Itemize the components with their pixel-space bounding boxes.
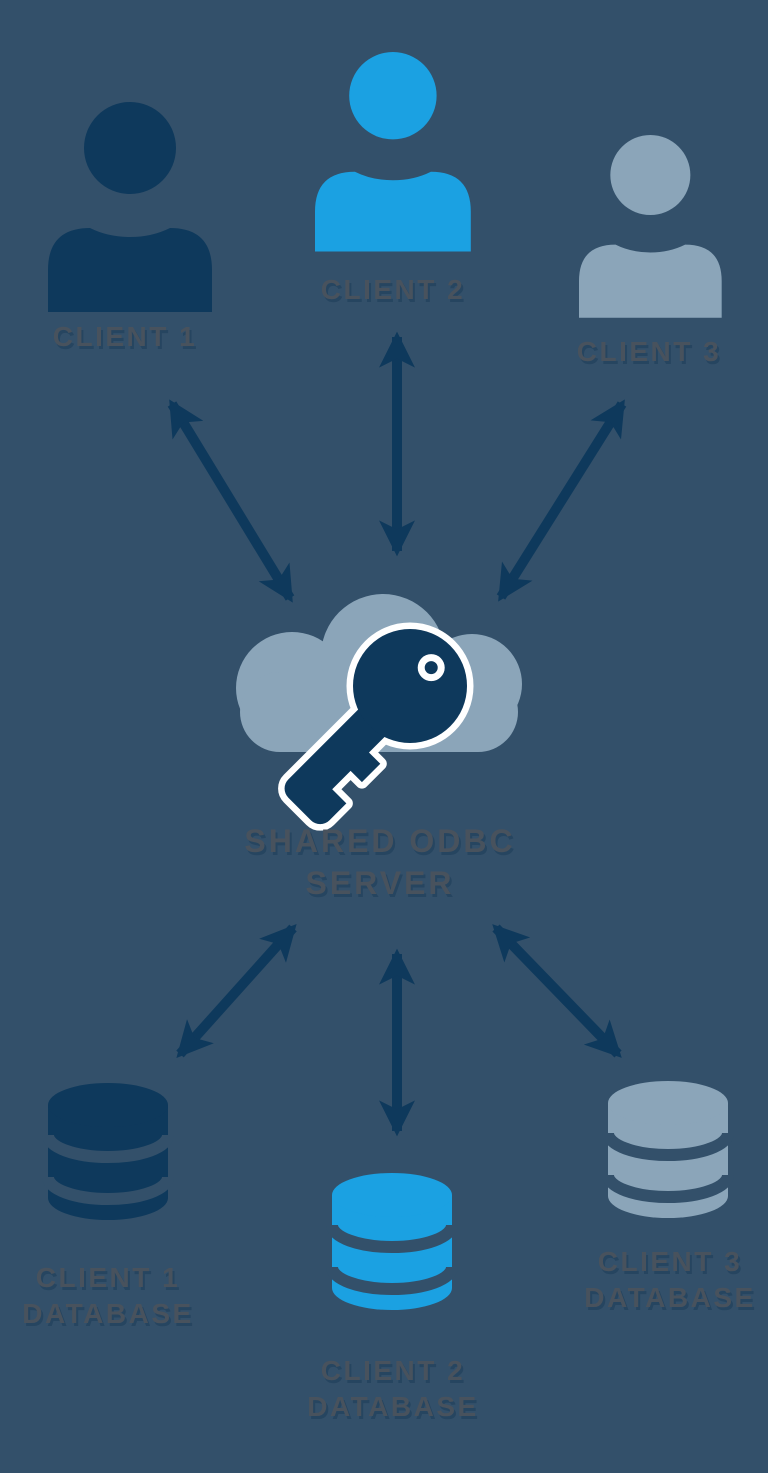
client-3-database: CLIENT 3 DATABASE — [584, 1081, 755, 1313]
client-2: CLIENT 2 — [315, 52, 471, 305]
keyhole-center — [424, 661, 438, 675]
client-3: CLIENT 3 — [577, 135, 722, 367]
db1-label-line2: DATABASE — [22, 1298, 193, 1329]
client-1: CLIENT 1 — [48, 102, 212, 352]
server-label-line1: SHARED ODBC — [244, 823, 515, 859]
client-3-label: CLIENT 3 — [577, 336, 721, 367]
db-separator — [42, 1176, 174, 1205]
database-icon — [326, 1173, 458, 1310]
db1-label-line1: CLIENT 1 — [36, 1262, 180, 1293]
db-separator — [602, 1174, 734, 1203]
database-icon — [42, 1083, 174, 1220]
db3-label-line2: DATABASE — [584, 1282, 755, 1313]
arrow-server-db1 — [176, 923, 297, 1059]
server-database-arrows — [176, 923, 622, 1137]
arrow-client1-server — [167, 399, 295, 603]
client-1-label: CLIENT 1 — [53, 321, 197, 352]
key-shaft — [284, 700, 395, 825]
client-2-database: CLIENT 2 DATABASE — [307, 1173, 478, 1422]
db-separator — [326, 1266, 458, 1295]
arrow-server-db3 — [492, 924, 622, 1058]
database-icon — [602, 1081, 734, 1218]
shared-odbc-server: SHARED ODBC SERVER — [236, 594, 522, 901]
db2-label-line1: CLIENT 2 — [321, 1355, 465, 1386]
client-2-label: CLIENT 2 — [321, 274, 465, 305]
db3-label-line1: CLIENT 3 — [598, 1246, 742, 1277]
arrow-client3-server — [496, 399, 627, 602]
db2-label-line2: DATABASE — [307, 1391, 478, 1422]
key-icon — [278, 622, 474, 831]
db-separator — [42, 1134, 174, 1163]
server-label-line2: SERVER — [305, 865, 454, 901]
client-1-database: CLIENT 1 DATABASE — [22, 1083, 193, 1329]
db-separator — [602, 1132, 734, 1161]
db-separator — [326, 1224, 458, 1253]
client-server-arrows — [167, 331, 627, 603]
